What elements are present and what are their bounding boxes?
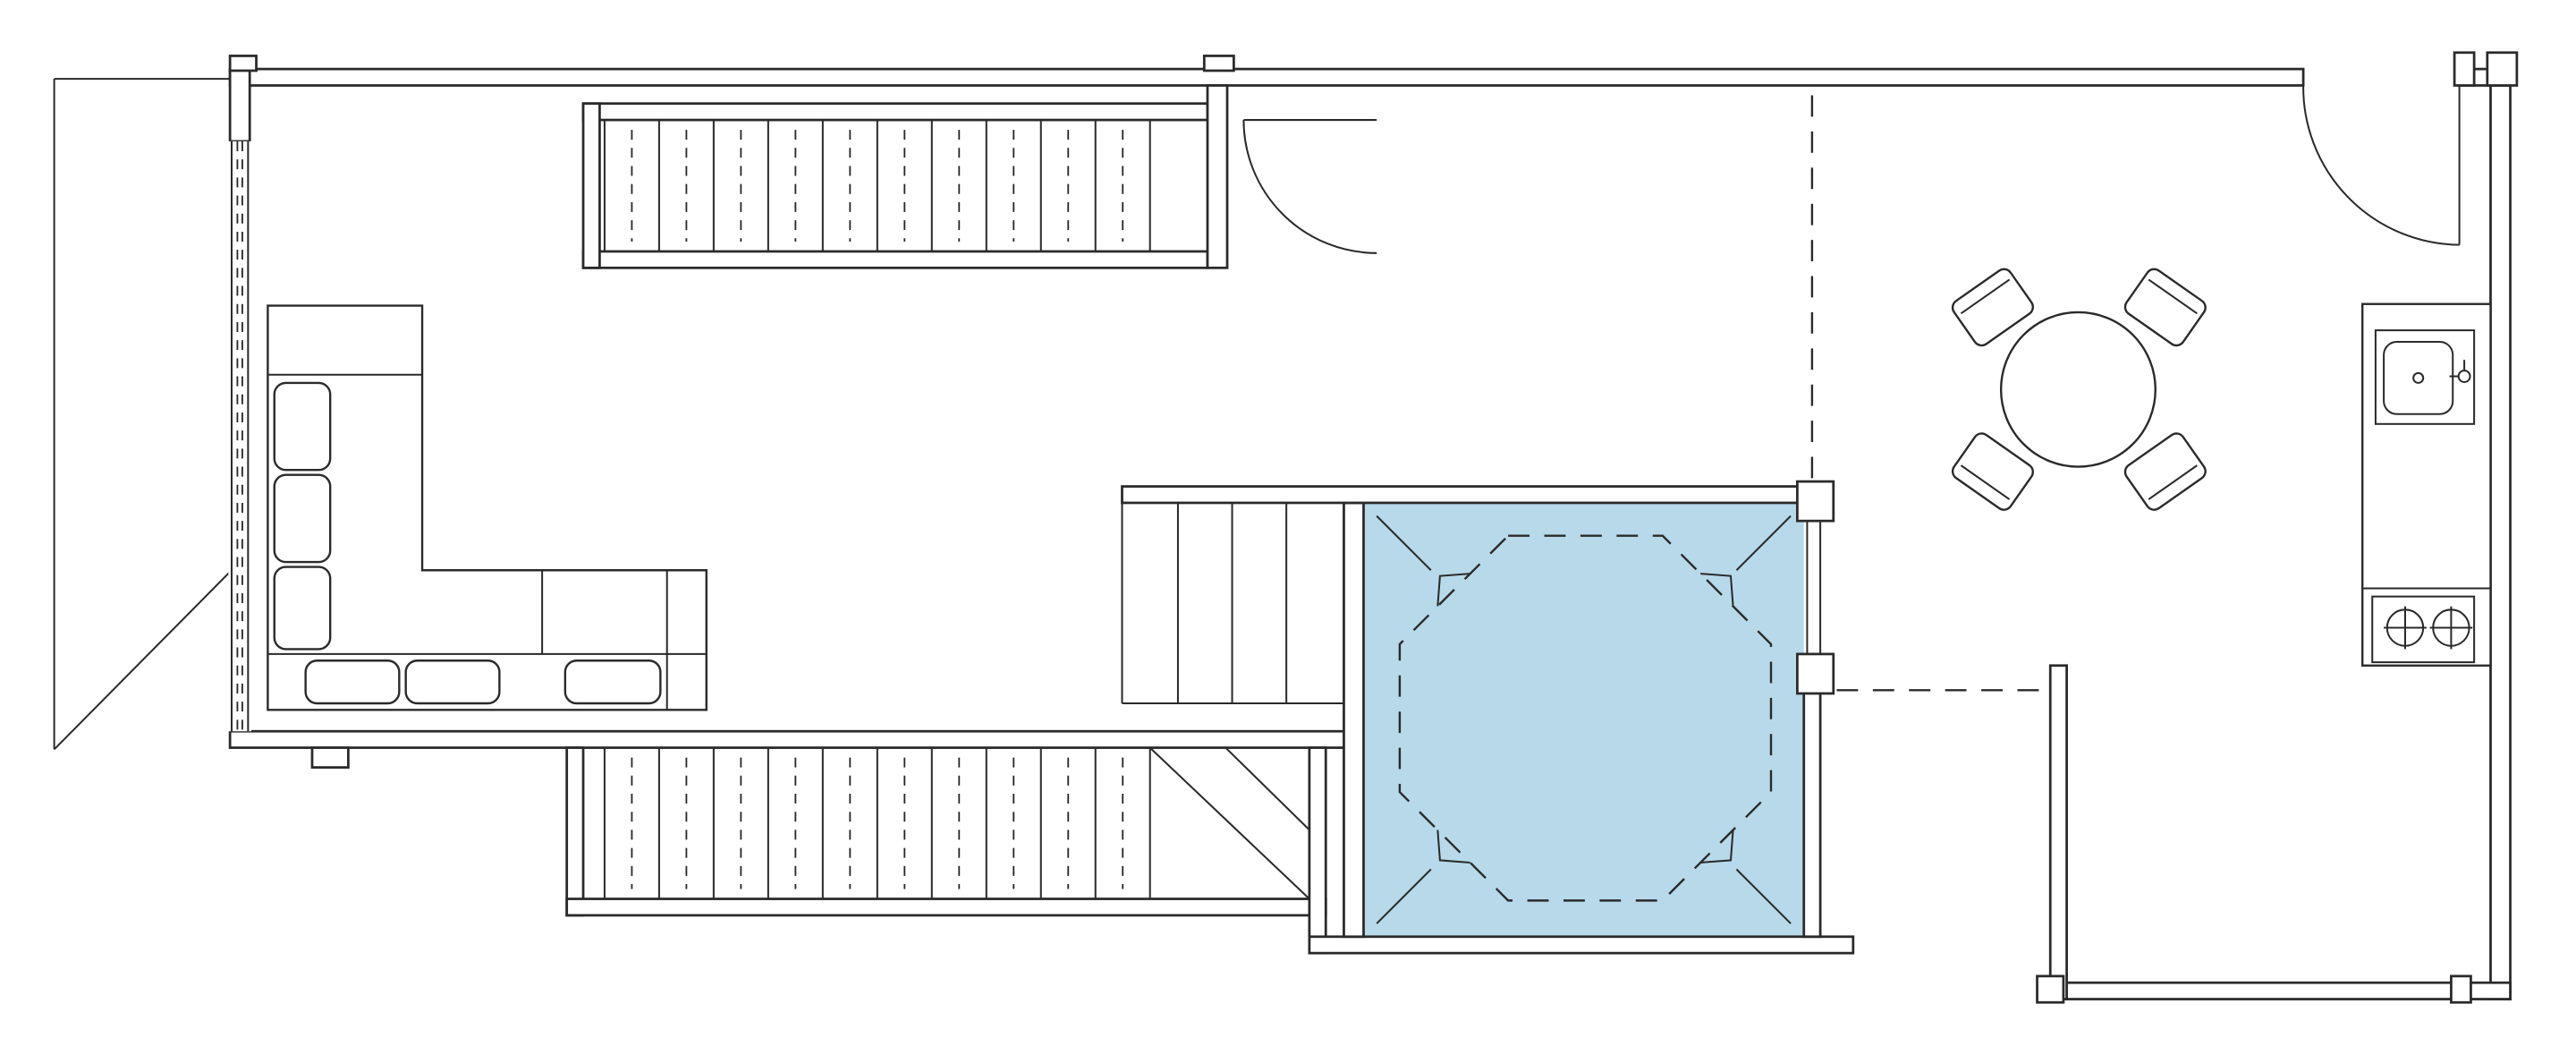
dining-chair: [1951, 432, 2034, 511]
wall-skylight-bottom: [1308, 935, 1855, 955]
wall-skylight-right-lower: [1802, 688, 1822, 939]
walls: [228, 51, 2519, 1004]
step-area-dividers: [1176, 502, 1288, 703]
wall-bottom-left: [228, 729, 1349, 749]
dining-set: [1951, 268, 2207, 511]
sofa: [267, 304, 708, 711]
roof-outline-below: [53, 78, 231, 751]
kitchen: [2361, 302, 2492, 667]
post-top-right-jamb: [2453, 51, 2476, 87]
right-door-swing-arc: [2302, 85, 2460, 246]
wall-bump-top-left: [228, 55, 258, 72]
skylight-octagon: [1376, 515, 1792, 924]
wall-upper-stair-left: [581, 102, 601, 269]
dining-chair: [1951, 268, 2034, 347]
wall-lower-stair-right: [1308, 746, 1327, 955]
wall-top-left-span: [228, 67, 2305, 87]
upper-staircase: [603, 120, 1151, 251]
post-skylight-mid: [1796, 652, 1835, 695]
wall-bump-top-middle: [1202, 55, 1235, 72]
doors: [1242, 85, 2461, 254]
wall-left-top-segment: [228, 67, 251, 143]
step-area: [1121, 502, 1344, 705]
railing-skylight-right: [1806, 520, 1822, 655]
sink-basin: [2383, 340, 2454, 415]
ceiling-dashed-lines: [1810, 95, 2051, 692]
post-skylight-top: [1796, 480, 1835, 523]
wall-upper-stair-bottom: [581, 250, 1209, 269]
kitchen-counter: [2361, 302, 2492, 667]
post-bottom-notch: [2036, 974, 2065, 1004]
lower-staircase: [603, 746, 1310, 900]
dining-chair: [2123, 432, 2207, 511]
sofa-cushions: [273, 381, 662, 705]
left-window: [228, 140, 252, 732]
wall-bottom-right: [2048, 981, 2512, 1000]
sofa-outline: [267, 304, 708, 711]
dining-chairs: [1951, 268, 2207, 511]
sink-drain: [2412, 371, 2425, 384]
window-mullion-lines: [230, 140, 250, 732]
roof-line-diagonal: [53, 571, 231, 751]
cooktop-burners: [2384, 606, 2473, 650]
post-bottom-right: [2450, 974, 2472, 1004]
wall-right: [2489, 84, 2512, 1000]
dining-table: [1999, 311, 2157, 468]
wall-upper-stair-top: [581, 102, 1209, 122]
post-top-right-corner: [2486, 51, 2519, 87]
entry-door-swing-arc: [1242, 120, 1377, 254]
sink-unit: [2374, 329, 2476, 425]
wall-notch-vertical: [2048, 664, 2068, 1000]
wall-skylight-top: [1121, 485, 1802, 505]
wall-projection-bottom-left: [310, 746, 350, 769]
wall-lower-stair-left: [565, 746, 585, 917]
cooktop: [2371, 595, 2476, 664]
dining-chair: [2123, 268, 2207, 347]
wall-skylight-left: [1343, 501, 1365, 939]
wall-upper-stair-right: [1206, 84, 1229, 269]
wall-lower-stair-bottom: [565, 898, 1327, 917]
